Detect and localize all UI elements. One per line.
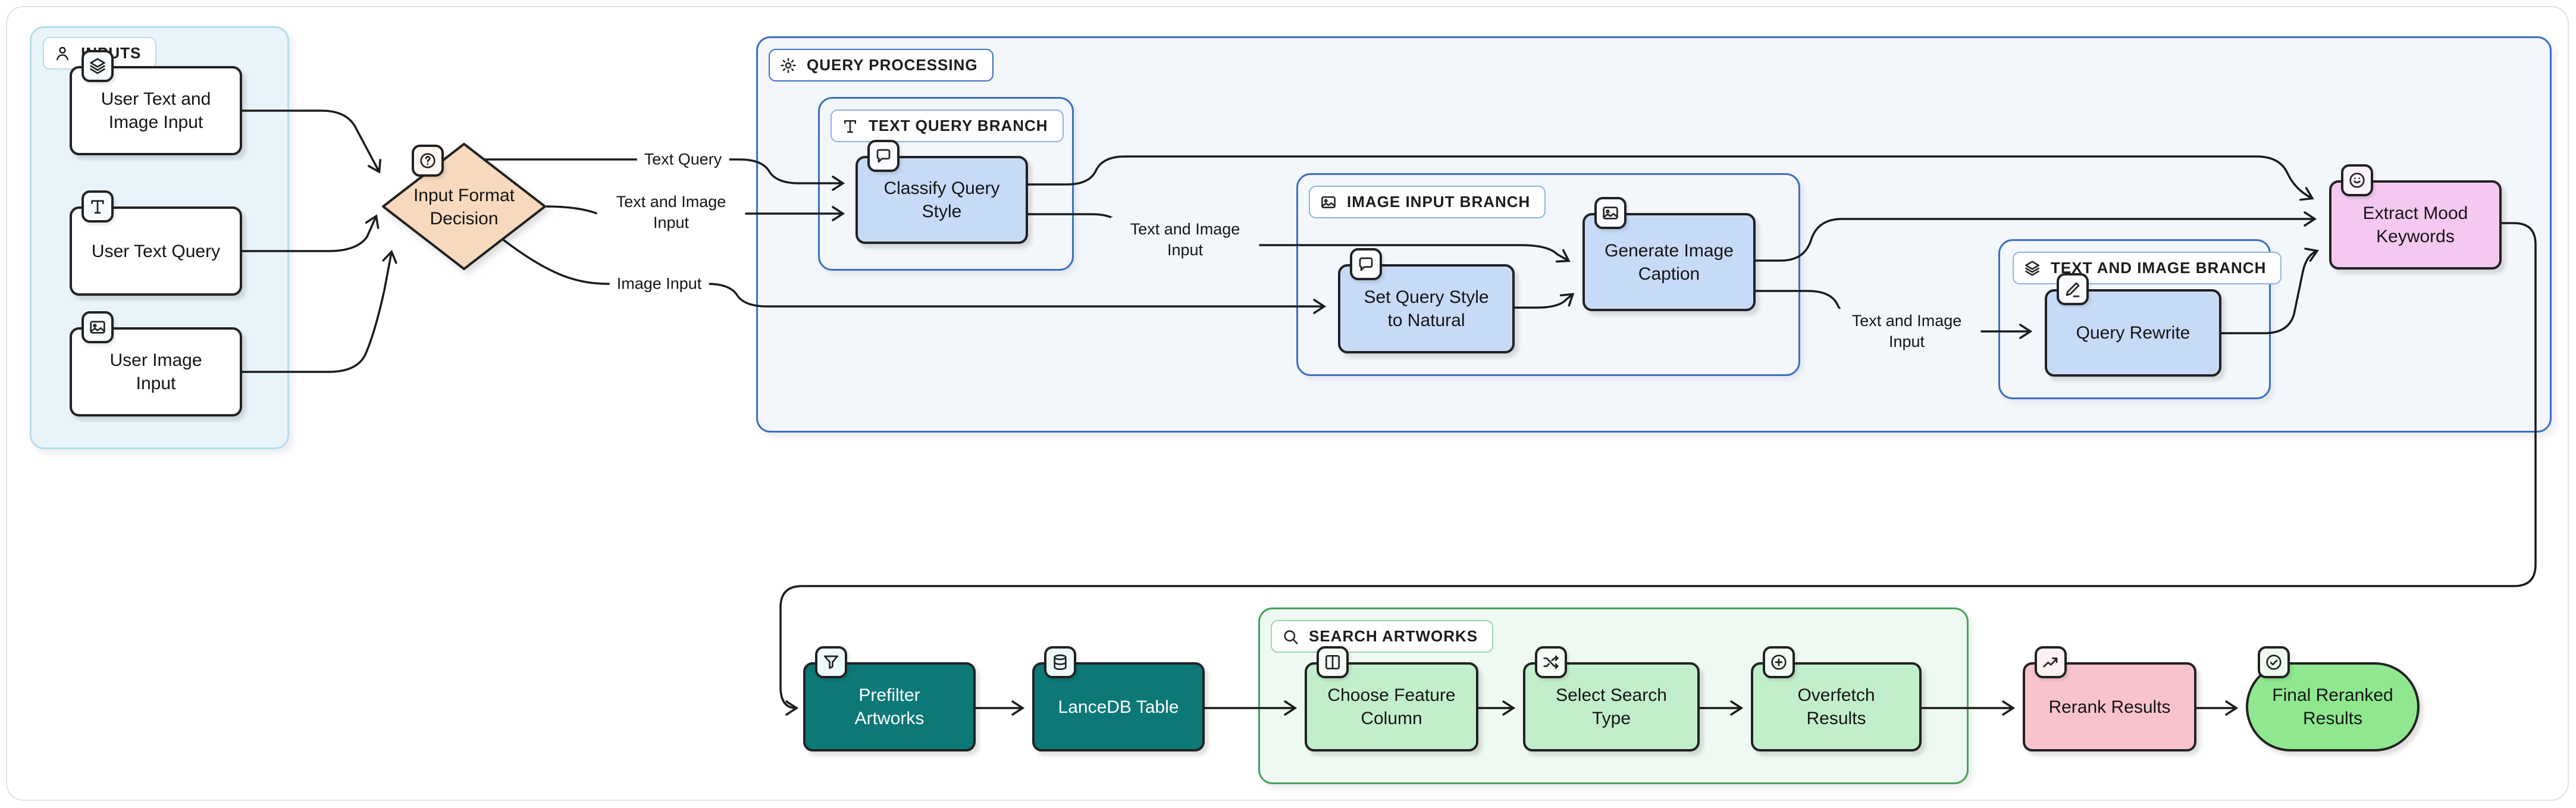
image-icon bbox=[90, 321, 105, 334]
message-icon bbox=[1359, 257, 1373, 271]
group-badge-query-processing: QUERY PROCESSING bbox=[769, 49, 994, 82]
node-label: Prefilter Artworks bbox=[854, 685, 925, 728]
type-icon bbox=[844, 120, 856, 133]
group-label-image-input-branch: IMAGE INPUT BRANCH bbox=[1347, 193, 1531, 211]
search-icon bbox=[1284, 630, 1298, 644]
node-label: Rerank Results bbox=[2048, 697, 2171, 717]
group-image-input-branch bbox=[1296, 173, 1800, 376]
badge-lancedb-table bbox=[1044, 646, 1076, 678]
node-label: Generate Image Caption bbox=[1604, 240, 1734, 284]
trend-up-icon bbox=[2043, 657, 2058, 668]
badge-overfetch-results bbox=[1763, 646, 1795, 678]
group-label-search-artworks: SEARCH ARTWORKS bbox=[1309, 627, 1478, 645]
badge-set-query-style-to-natural bbox=[1350, 248, 1382, 280]
edge-query-rewrite-to-extract-mood bbox=[2221, 248, 2319, 334]
person-icon bbox=[57, 46, 68, 60]
edge-set-query-to-generate-caption bbox=[1515, 293, 1575, 309]
group-label-query-processing: QUERY PROCESSING bbox=[807, 56, 978, 74]
node-label: User Image Input bbox=[109, 350, 202, 393]
edge-classify-to-generate-caption bbox=[1028, 213, 1571, 263]
badge-select-search-type bbox=[1535, 646, 1567, 678]
badge-extract-mood-keywords bbox=[2341, 164, 2373, 196]
filter-icon bbox=[824, 655, 838, 669]
badge-rerank-results bbox=[2035, 646, 2067, 678]
edge-extract-mood-to-prefilter bbox=[779, 222, 2537, 716]
pencil-icon bbox=[2066, 282, 2080, 297]
badge-user-text-query bbox=[82, 190, 114, 223]
edge-label-text-and-image-input-3: Text and Image Input bbox=[1832, 308, 1981, 355]
badge-user-image-input bbox=[82, 311, 114, 343]
node-overfetch-results: Overfetch Results bbox=[1751, 662, 1922, 751]
gear-icon bbox=[781, 57, 796, 73]
badge-user-text-and-image-input bbox=[82, 50, 114, 82]
check-circle-icon bbox=[2266, 654, 2282, 670]
node-label: Choose Feature Column bbox=[1327, 685, 1456, 728]
edge-image-to-decision bbox=[242, 249, 397, 373]
layers-icon bbox=[2025, 261, 2039, 275]
edge-label-image-input: Image Input bbox=[609, 271, 709, 296]
node-select-search-type: Select Search Type bbox=[1523, 662, 1700, 751]
node-label: LanceDB Table bbox=[1058, 697, 1179, 717]
node-classify-query-style: Classify Query Style bbox=[855, 156, 1028, 244]
columns-icon bbox=[1325, 655, 1340, 669]
group-label-text-query-branch: TEXT QUERY BRANCH bbox=[869, 117, 1048, 134]
group-label-text-and-image-branch: TEXT AND IMAGE BRANCH bbox=[2051, 259, 2267, 277]
edge-label-text-and-image-input-2: Text and Image Input bbox=[1111, 217, 1259, 263]
node-label: Extract Mood Keywords bbox=[2362, 203, 2468, 246]
question-icon bbox=[420, 153, 435, 168]
edge-decision-to-classify-bottom bbox=[546, 205, 845, 221]
edge-decision-to-set-query-style bbox=[502, 239, 1327, 314]
node-label: User Text and Image Input bbox=[101, 89, 211, 132]
plus-circle-icon bbox=[1771, 654, 1787, 670]
edge-text-image-to-decision bbox=[242, 109, 381, 174]
node-label: Query Rewrite bbox=[2076, 323, 2190, 343]
shuffle-icon bbox=[1543, 655, 1559, 669]
node-user-image-input: User Image Input bbox=[70, 327, 242, 416]
node-label: User Text Query bbox=[91, 241, 221, 261]
badge-query-rewrite bbox=[2057, 273, 2089, 305]
image-icon bbox=[1321, 196, 1336, 208]
edge-label-text-query: Text Query bbox=[637, 147, 729, 172]
badge-generate-image-caption bbox=[1594, 197, 1627, 229]
layers-icon bbox=[90, 58, 105, 74]
node-label: Final Reranked Results bbox=[2272, 685, 2393, 728]
group-text-and-image-branch bbox=[1998, 239, 2271, 399]
edge-generate-caption-to-extract-mood bbox=[1756, 211, 2317, 262]
node-generate-image-caption: Generate Image Caption bbox=[1582, 213, 1756, 311]
edge-decision-to-classify-top bbox=[483, 158, 845, 191]
badge-input-format-decision bbox=[412, 145, 444, 177]
node-label: Classify Query Style bbox=[883, 178, 1000, 221]
badge-choose-feature-column bbox=[1317, 646, 1349, 678]
database-icon bbox=[1054, 654, 1067, 671]
type-icon bbox=[91, 200, 104, 214]
group-badge-text-query-branch: TEXT QUERY BRANCH bbox=[831, 109, 1064, 142]
group-badge-image-input-branch: IMAGE INPUT BRANCH bbox=[1309, 186, 1546, 218]
edge-classify-to-extract-mood bbox=[1028, 155, 2314, 201]
badge-final-reranked-results bbox=[2258, 646, 2290, 678]
node-label: Select Search Type bbox=[1556, 685, 1667, 728]
edge-label-text-and-image-input-1: Text and Image Input bbox=[597, 189, 745, 236]
edge-text-query-to-decision bbox=[242, 214, 380, 252]
group-badge-search-artworks: SEARCH ARTWORKS bbox=[1271, 620, 1494, 653]
node-label: Set Query Style to Natural bbox=[1364, 287, 1489, 330]
message-icon bbox=[876, 149, 891, 163]
node-label-input-format-decision: Input Format Decision bbox=[413, 185, 515, 228]
node-label: Overfetch Results bbox=[1797, 685, 1875, 728]
badge-classify-query-style bbox=[867, 140, 900, 172]
image-icon bbox=[1603, 206, 1618, 220]
badge-prefilter-artworks bbox=[815, 646, 847, 678]
smiley-icon bbox=[2349, 173, 2365, 188]
